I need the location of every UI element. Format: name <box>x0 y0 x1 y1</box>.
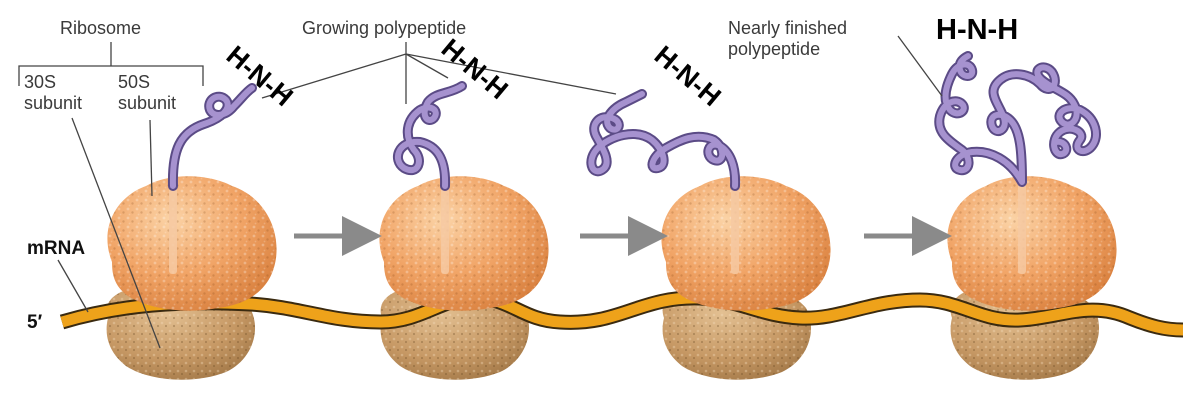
50s-label-line1: 50S <box>118 72 176 93</box>
large-subunit-3 <box>661 176 830 310</box>
nearly-finished-line2: polypeptide <box>728 39 847 60</box>
polypeptide-1 <box>173 88 252 186</box>
nearly-finished-polypeptide-label: Nearly finished polypeptide <box>728 18 847 60</box>
mrna-label: mRNA <box>27 238 85 259</box>
leader-mrna <box>58 260 88 312</box>
30s-subunit-label: 30S subunit <box>24 72 82 114</box>
large-subunit-2 <box>379 176 548 310</box>
growing-polypeptide-label: Growing polypeptide <box>302 18 466 39</box>
polypeptide-2 <box>398 86 462 186</box>
50s-subunit-label: 50S subunit <box>118 72 176 114</box>
five-prime-label: 5′ <box>27 312 42 333</box>
50s-label-line2: subunit <box>118 93 176 114</box>
large-subunit-4 <box>947 176 1116 311</box>
polypeptide-4 <box>939 56 1096 182</box>
polypeptides <box>173 56 1096 186</box>
amino-terminus-label-4: H-N-H <box>936 14 1018 47</box>
polypeptide-3 <box>591 94 735 186</box>
large-subunits <box>107 176 1116 311</box>
large-subunit-1 <box>107 176 276 310</box>
nearly-finished-line1: Nearly finished <box>728 18 847 39</box>
30s-label-line2: subunit <box>24 93 82 114</box>
ribosome-label: Ribosome <box>60 18 141 39</box>
30s-label-line1: 30S <box>24 72 82 93</box>
